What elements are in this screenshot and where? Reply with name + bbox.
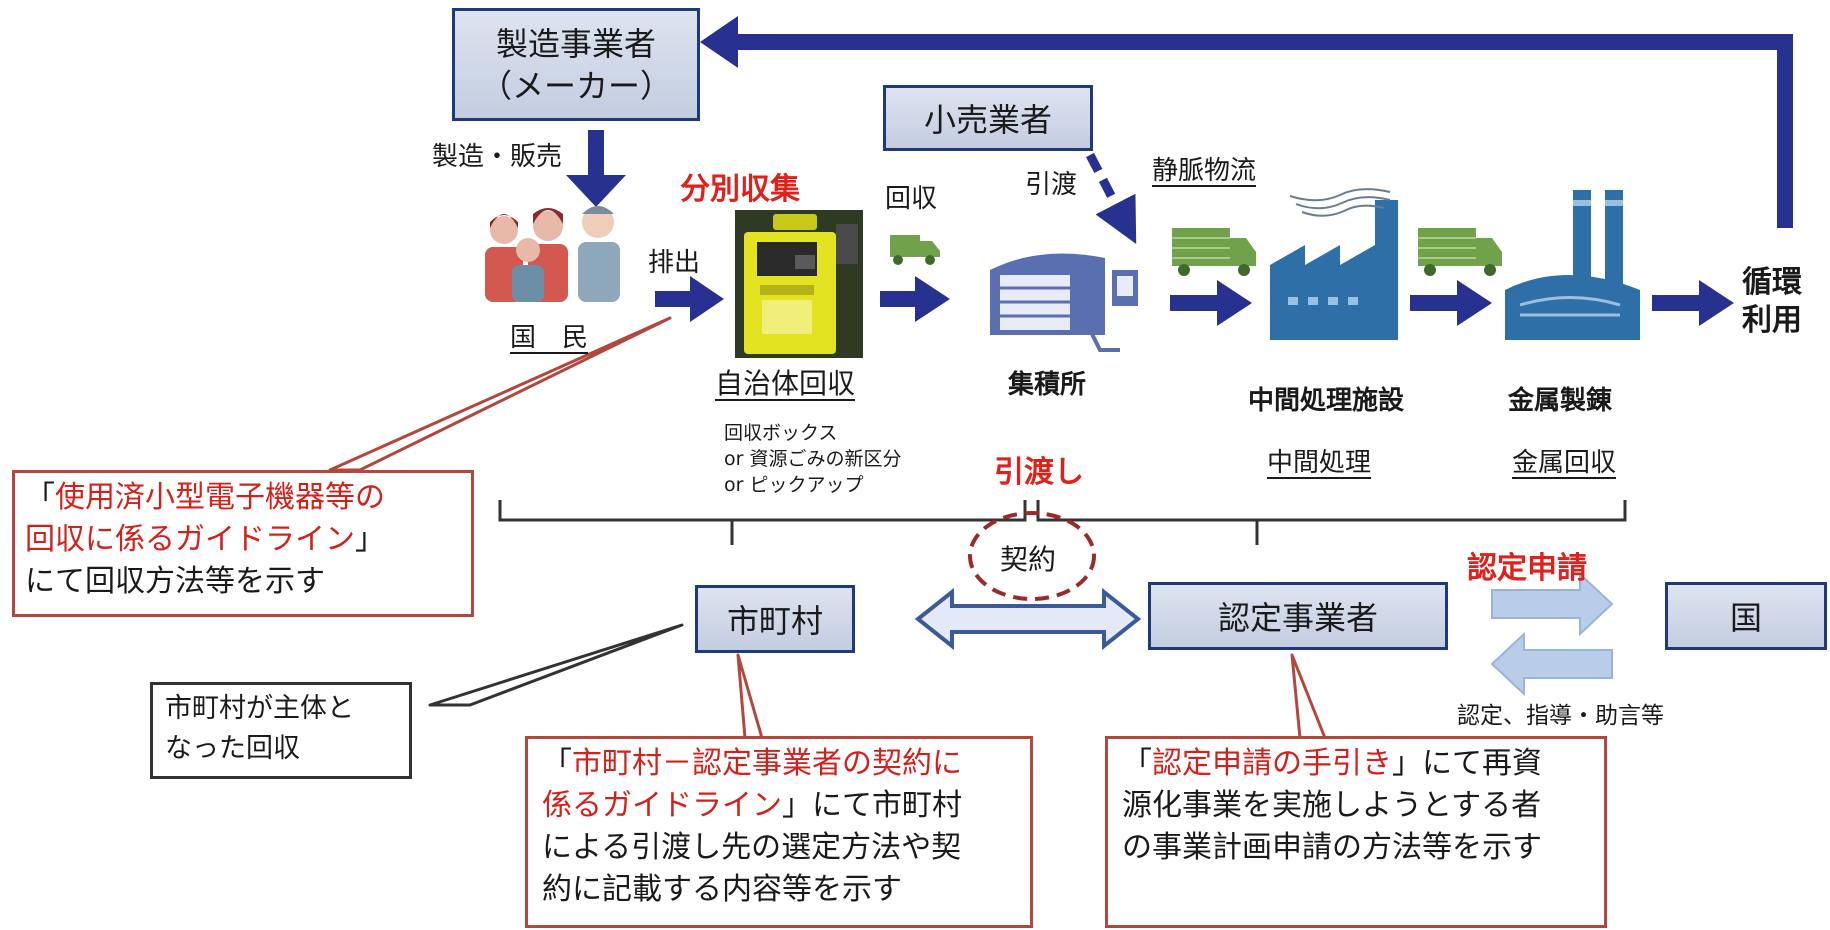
contract-note-highlight-2: 係るガイドライン bbox=[542, 788, 782, 823]
flow-arrows bbox=[655, 276, 1734, 326]
municipality-box: 市町村 bbox=[695, 585, 855, 653]
apply-note-open: 「 bbox=[1122, 746, 1152, 781]
contract-note-open: 「 bbox=[542, 746, 572, 781]
truck-icon-collect bbox=[890, 235, 940, 265]
guideline-note-highlight-1: 使用済小型電子機器等の bbox=[55, 480, 385, 515]
apply-note-rest-1: 」にて再資 bbox=[1392, 746, 1542, 781]
metal-smelting-label: 金属製錬 bbox=[1508, 386, 1613, 416]
guideline-note-line3: にて回収方法等を示す bbox=[25, 564, 325, 599]
factory-icon bbox=[1270, 188, 1398, 340]
state-label: 国 bbox=[1729, 599, 1762, 637]
contract-note-highlight-1: 市町村－認定事業者の契約に bbox=[572, 746, 962, 781]
guideline-note: 「使用済小型電子機器等の 回収に係るガイドライン」 にて回収方法等を示す bbox=[12, 470, 474, 617]
recycle-label: 循環 利用 bbox=[1742, 264, 1802, 340]
contract-note-rest-2: 」にて市町村 bbox=[782, 788, 962, 823]
collection-box-photo bbox=[735, 210, 863, 358]
contract-ellipse bbox=[968, 511, 1096, 601]
apply-arrow-right bbox=[1491, 571, 1614, 637]
apply-guide-note: 「認定申請の手引き」にて再資 源化事業を実施しようとする者 の事業計画申請の方法… bbox=[1105, 736, 1607, 928]
guideline-note-open: 「 bbox=[25, 480, 55, 515]
handover-label: 引渡 bbox=[1025, 170, 1078, 200]
state-box: 国 bbox=[1665, 582, 1827, 650]
contract-guideline-note: 「市町村－認定事業者の契約に 係るガイドライン」にて市町村 による引渡し先の選定… bbox=[525, 736, 1033, 928]
collect-arrow bbox=[880, 276, 950, 322]
maker-label-line2: （メーカー） bbox=[479, 66, 672, 105]
discharge-arrow bbox=[655, 276, 724, 322]
response-arrow-left bbox=[1490, 631, 1613, 697]
method-resource-category: or 資源ごみの新区分 bbox=[724, 448, 902, 470]
truck-icon-venous-2 bbox=[1418, 228, 1502, 276]
collection-site-icon bbox=[990, 253, 1138, 352]
scope-bracket bbox=[498, 500, 1627, 545]
state-response-label: 認定、指導・助言等 bbox=[1457, 703, 1664, 729]
contract-note-line3: による引渡し先の選定方法や契 bbox=[542, 830, 962, 865]
contract-note-line4: 約に記載する内容等を示す bbox=[542, 872, 902, 907]
guideline-callout-leader bbox=[328, 316, 672, 472]
apply-guide-callout-leader bbox=[1290, 653, 1327, 740]
collection-site-label: 集積所 bbox=[1008, 370, 1087, 400]
transport-arrow-2 bbox=[1410, 280, 1492, 326]
method-pickup: or ピックアップ bbox=[724, 474, 864, 496]
return-loop-arrow bbox=[700, 16, 1793, 228]
maker-down-arrow bbox=[566, 130, 626, 207]
handover-dashed-arrow bbox=[1086, 152, 1137, 244]
guideline-note-highlight-2: 回収に係るガイドライン bbox=[25, 522, 355, 557]
recycle-label-line2: 利用 bbox=[1742, 303, 1802, 338]
apply-note-line3: の事業計画申請の方法等を示す bbox=[1122, 830, 1542, 865]
certified-operator-label: 認定事業者 bbox=[1217, 599, 1378, 637]
apply-note-highlight: 認定申請の手引き bbox=[1152, 746, 1392, 781]
recycle-label-line1: 循環 bbox=[1742, 265, 1802, 300]
method-collection-box: 回収ボックス bbox=[724, 422, 838, 444]
municipal-lead-callout-leader bbox=[428, 623, 684, 707]
contract-label: 契約 bbox=[1000, 543, 1057, 576]
smelter-icon bbox=[1505, 190, 1640, 340]
contract-double-arrow bbox=[914, 587, 1142, 651]
manufacture-sale-label: 製造・販売 bbox=[432, 142, 563, 172]
collection-methods: 回収ボックス or 資源ごみの新区分 or ピックアップ bbox=[724, 420, 901, 498]
citizens-label: 国 民 bbox=[510, 323, 589, 353]
municipal-lead-line2: なった回収 bbox=[165, 733, 300, 764]
municipal-lead-note: 市町村が主体と なった回収 bbox=[150, 682, 412, 779]
maker-box: 製造事業者 （メーカー） bbox=[452, 8, 700, 121]
retailer-label: 小売業者 bbox=[923, 101, 1052, 139]
apply-note-line2: 源化事業を実施しようとする者 bbox=[1122, 788, 1542, 823]
retailer-box: 小売業者 bbox=[883, 85, 1093, 151]
intermediate-processing-label: 中間処理 bbox=[1267, 448, 1372, 478]
recycle-arrow bbox=[1652, 280, 1734, 326]
certified-operator-box: 認定事業者 bbox=[1148, 582, 1448, 650]
transport-arrow-1 bbox=[1170, 280, 1252, 326]
venous-logistics-label: 静脈物流 bbox=[1152, 156, 1257, 186]
handover-red-label: 引渡し bbox=[994, 455, 1084, 490]
citizens-icon bbox=[485, 206, 620, 302]
maker-label-line1: 製造事業者 bbox=[495, 24, 656, 63]
intermediate-facility-label: 中間処理施設 bbox=[1248, 386, 1405, 416]
municipal-collection-label: 自治体回収 bbox=[715, 367, 856, 400]
apply-label: 認定申請 bbox=[1467, 551, 1587, 586]
municipality-label: 市町村 bbox=[726, 602, 823, 640]
metal-recovery-label: 金属回収 bbox=[1512, 448, 1617, 478]
contract-guideline-callout-leader bbox=[736, 653, 764, 740]
discharge-label: 排出 bbox=[648, 248, 701, 278]
municipal-lead-line1: 市町村が主体と bbox=[165, 693, 354, 724]
separate-collection-label: 分別収集 bbox=[680, 172, 800, 207]
guideline-note-close: 」 bbox=[355, 522, 385, 557]
truck-icon-venous-1 bbox=[1172, 228, 1256, 276]
collection-label: 回収 bbox=[885, 184, 938, 214]
